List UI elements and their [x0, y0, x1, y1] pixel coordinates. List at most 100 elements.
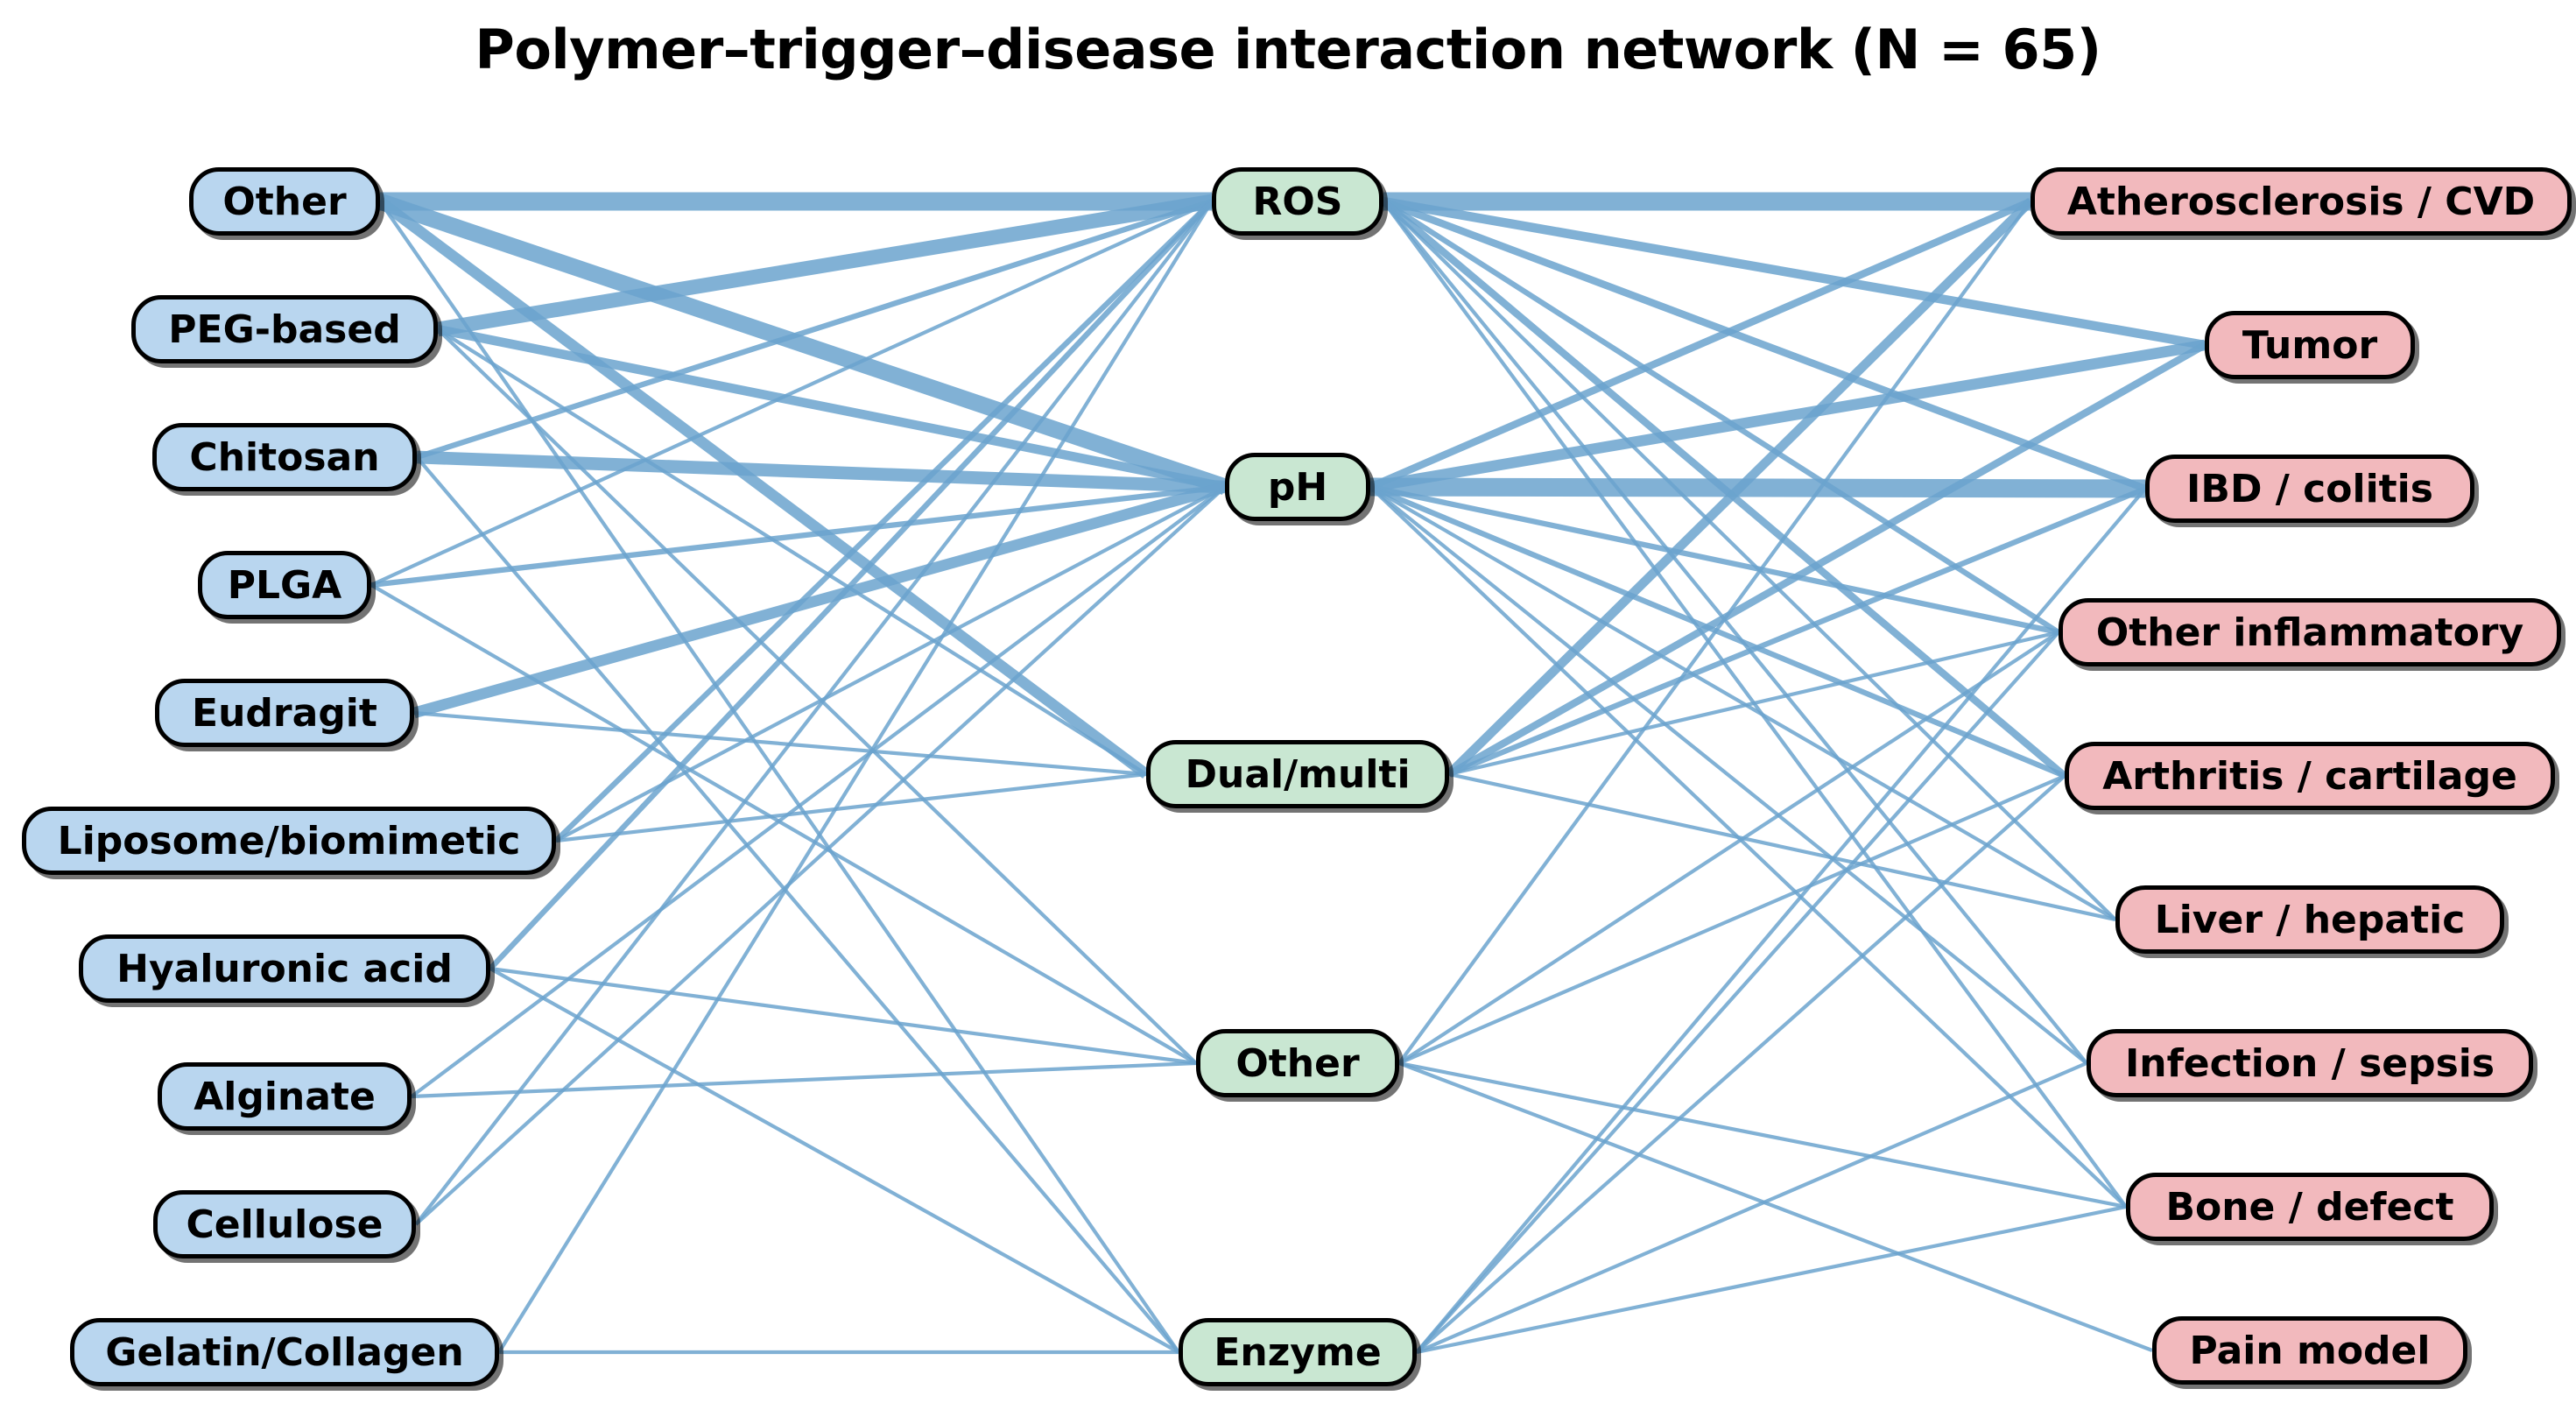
edge-t_dual-to-d_ibd — [1447, 486, 2147, 777]
edge-t_dual-to-d_athero — [1446, 198, 2034, 778]
disease-node-liver[interactable]: Liver / hepatic — [2115, 885, 2504, 954]
edge-t_ph-to-d_bone — [1369, 485, 2128, 1209]
edge-p_ha-to-t_ros — [488, 199, 1214, 971]
node-label: Enzyme — [1214, 1329, 1382, 1375]
edge-t_dual-to-d_tumor — [1446, 342, 2207, 778]
edge-t_ph-to-d_ibd — [1369, 477, 2146, 498]
edge-p_chitosan-to-t_enzyme — [415, 455, 1180, 1354]
polymer-node-plga[interactable]: PLGA — [198, 551, 371, 619]
edge-p_peg-to-t_ros — [436, 194, 1214, 337]
node-label: Atherosclerosis / CVD — [2066, 179, 2536, 224]
edge-t_ph-to-d_liver — [1369, 485, 2117, 921]
polymer-node-eudragit[interactable]: Eudragit — [155, 679, 414, 747]
edge-p_cellulose-to-t_ros — [414, 200, 1214, 1226]
node-label: Infection / sepsis — [2124, 1040, 2495, 1086]
polymer-node-cellulose[interactable]: Cellulose — [153, 1190, 416, 1258]
edge-t_other-to-d_pain — [1398, 1061, 2153, 1352]
edge-p_eudragit-to-t_dual — [413, 710, 1147, 777]
disease-node-athero[interactable]: Atherosclerosis / CVD — [2031, 167, 2572, 236]
edge-p_gelatin-to-t_ros — [497, 200, 1214, 1354]
disease-node-bone[interactable]: Bone / defect — [2126, 1173, 2494, 1241]
edge-t_ros-to-d_liver — [1382, 200, 2117, 921]
node-label: Alginate — [194, 1074, 376, 1119]
polymer-node-peg[interactable]: PEG-based — [131, 295, 438, 363]
edge-p_alginate-to-t_other — [411, 1061, 1197, 1099]
edge-t_ros-to-d_ibd — [1382, 198, 2147, 492]
node-label: Bone / defect — [2165, 1184, 2454, 1230]
node-label: Arthritis / cartilage — [2102, 753, 2517, 799]
page-title: Polymer–trigger–disease interaction netw… — [475, 18, 2101, 81]
edge-t_enzyme-to-d_infect — [1416, 1061, 2087, 1354]
edge-p_alginate-to-t_ph — [410, 485, 1227, 1098]
trigger-node-ros[interactable]: ROS — [1212, 167, 1383, 236]
node-label: Other inflammatory — [2095, 610, 2524, 655]
edge-p_plga-to-t_ph — [370, 483, 1226, 589]
edge-t_ph-to-d_athero — [1369, 198, 2032, 490]
node-label: Pain model — [2189, 1328, 2431, 1373]
node-label: Liver / hepatic — [2154, 897, 2466, 942]
node-label: ROS — [1252, 179, 1343, 224]
edge-t_other-to-d_arth — [1398, 774, 2066, 1065]
trigger-node-ph[interactable]: pH — [1225, 453, 1370, 521]
node-label: Eudragit — [192, 690, 377, 736]
edge-t_other-to-d_otherinf — [1397, 631, 2060, 1065]
edge-t_ph-to-d_infect — [1369, 485, 2088, 1065]
disease-node-pain[interactable]: Pain model — [2152, 1316, 2467, 1385]
polymer-node-liposome[interactable]: Liposome/biomimetic — [22, 807, 556, 875]
disease-node-ibd[interactable]: IBD / colitis — [2145, 455, 2474, 523]
trigger-node-dual[interactable]: Dual/multi — [1146, 740, 1449, 808]
polymer-node-other[interactable]: Other — [189, 167, 380, 236]
node-label: PLGA — [227, 562, 342, 608]
edge-t_dual-to-d_liver — [1448, 772, 2116, 922]
trigger-node-enzyme[interactable]: Enzyme — [1179, 1318, 1417, 1386]
edge-t_ros-to-d_infect — [1382, 200, 2088, 1065]
edge-p_other-to-t_ph — [377, 194, 1228, 495]
node-label: IBD / colitis — [2186, 466, 2433, 511]
edge-p_peg-to-t_dual — [436, 328, 1148, 776]
edge-p_peg-to-t_other — [436, 328, 1198, 1065]
trigger-node-other[interactable]: Other — [1196, 1029, 1399, 1097]
edge-t_ph-to-d_otherinf — [1369, 483, 2059, 636]
node-label: Tumor — [2242, 322, 2378, 368]
node-label: Other — [1235, 1040, 1360, 1086]
polymer-node-alginate[interactable]: Alginate — [158, 1062, 412, 1131]
edge-t_enzyme-to-d_otherinf — [1415, 631, 2060, 1354]
node-label: Other — [222, 179, 347, 224]
edge-p_eudragit-to-t_ph — [412, 481, 1227, 719]
node-label: PEG-based — [168, 307, 401, 352]
edge-p_plga-to-t_ros — [370, 200, 1213, 587]
disease-node-tumor[interactable]: Tumor — [2205, 311, 2415, 379]
node-label: pH — [1267, 464, 1328, 510]
node-label: Gelatin/Collagen — [105, 1329, 464, 1375]
edge-t_ph-to-d_tumor — [1369, 339, 2206, 493]
edge-t_enzyme-to-d_bone — [1416, 1204, 2127, 1355]
node-label: Liposome/biomimetic — [57, 818, 521, 864]
node-label: Cellulose — [186, 1202, 384, 1247]
edge-p_cellulose-to-t_ph — [414, 485, 1227, 1226]
edge-t_dual-to-d_otherinf — [1448, 630, 2059, 777]
edge-p_plga-to-t_other — [370, 583, 1198, 1065]
disease-node-arth[interactable]: Arthritis / cartilage — [2065, 742, 2555, 810]
node-label: Hyaluronic acid — [116, 946, 453, 991]
edge-p_chitosan-to-t_ros — [416, 199, 1213, 460]
edge-p_liposome-to-t_ros — [553, 199, 1214, 843]
edge-t_enzyme-to-d_ibd — [1415, 487, 2147, 1354]
node-label: Dual/multi — [1185, 751, 1411, 797]
disease-node-otherinf[interactable]: Other inflammatory — [2059, 598, 2561, 666]
polymer-node-chitosan[interactable]: Chitosan — [152, 423, 417, 491]
edge-p_liposome-to-t_dual — [555, 772, 1147, 843]
disease-node-infect[interactable]: Infection / sepsis — [2087, 1029, 2533, 1097]
polymer-node-ha[interactable]: Hyaluronic acid — [79, 934, 490, 1003]
edge-p_ha-to-t_other — [489, 966, 1197, 1066]
edge-p_other-to-t_dual — [377, 196, 1150, 779]
edge-p_peg-to-t_ph — [436, 324, 1227, 492]
polymer-node-gelatin[interactable]: Gelatin/Collagen — [70, 1318, 499, 1386]
edge-t_ros-to-d_tumor — [1383, 196, 2206, 350]
edge-t_other-to-d_bone — [1398, 1061, 2127, 1209]
edge-p_ha-to-t_enzyme — [489, 967, 1180, 1354]
edge-p_chitosan-to-t_ph — [416, 450, 1226, 494]
node-label: Chitosan — [189, 434, 380, 480]
edge-t_ros-to-d_otherinf — [1382, 199, 2060, 635]
